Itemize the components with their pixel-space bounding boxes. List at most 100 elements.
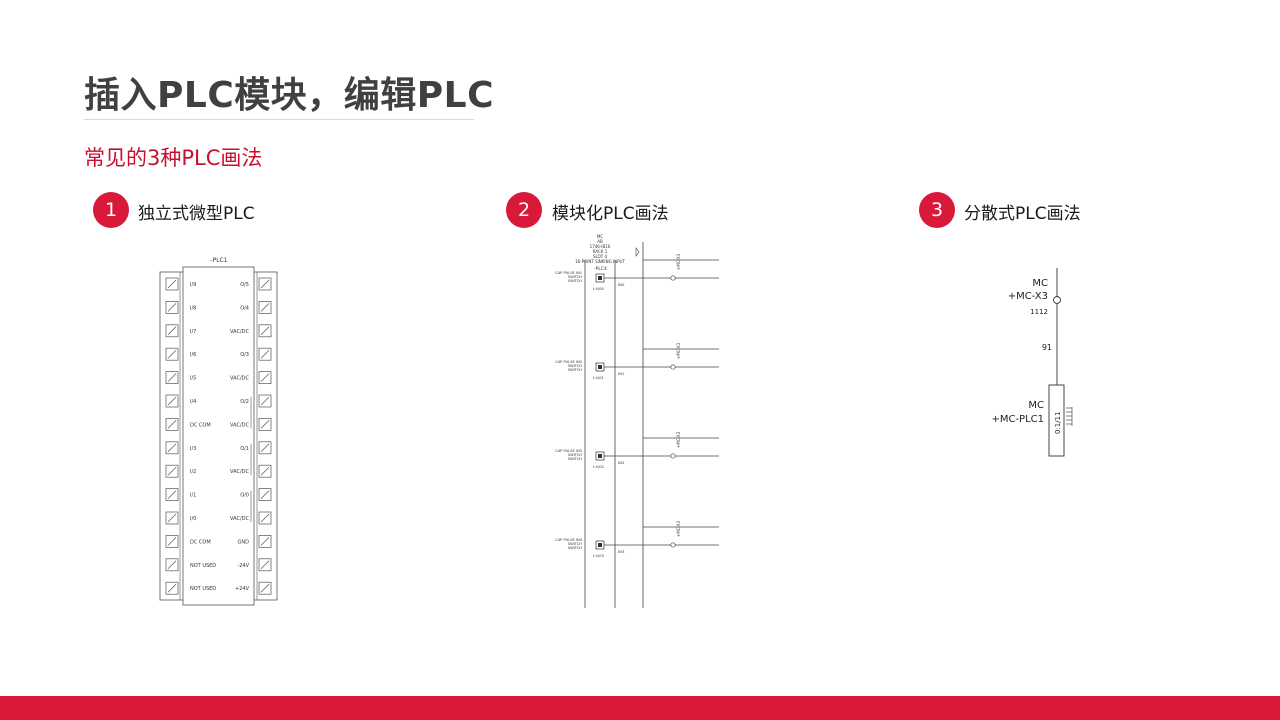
svg-text:AB: AB <box>597 239 603 244</box>
terminal-point <box>670 453 676 459</box>
terminal-label-right: VAC/DC <box>230 329 249 335</box>
terminal-label-left: I/4 <box>190 399 196 405</box>
input-contact-dot <box>598 543 602 547</box>
input-io-label: IN1 <box>618 371 625 376</box>
terminal-label-left: I/9 <box>190 282 196 288</box>
item-2-number-badge: 2 <box>506 192 542 228</box>
terminal-location-label: MC <box>1032 278 1048 289</box>
svg-text:MC: MC <box>597 234 603 239</box>
svg-text:1746-IB16: 1746-IB16 <box>590 244 611 249</box>
terminal-label-left: I/5 <box>190 376 196 382</box>
input-device-label: CAP PULSE IN3 <box>555 449 582 453</box>
terminal-label-right: O/2 <box>240 399 249 405</box>
input-address-label: I:4/00 <box>593 286 605 291</box>
terminal-label-left: I/1 <box>190 493 196 499</box>
terminal-strip-label: +MC-X3 <box>676 253 681 270</box>
terminal-label-right: -24V <box>237 563 249 569</box>
terminal-label-right: +24V <box>235 586 250 592</box>
terminal-label-left: I/3 <box>190 446 196 452</box>
terminal-row: I/0 VAC/DC <box>165 511 272 525</box>
input-contact-dot <box>598 454 602 458</box>
terminal-label-right: VAC/DC <box>230 516 249 522</box>
input-io-label: IN2 <box>618 460 625 465</box>
terminal-strip-label: +MC-X3 <box>676 342 681 359</box>
terminal-label-left: NOT USED <box>190 586 216 592</box>
slide-title: 插入PLC模块，编辑PLC <box>84 75 494 116</box>
title-divider <box>84 119 474 120</box>
modular-plc-diagram: MC AB 1746-IB16 RACK 1 SLOT 4 16-POINT S… <box>555 234 719 608</box>
input-device-sub-label: SWITCH <box>568 457 582 461</box>
micro-plc-tag: -PLC1 <box>210 257 227 264</box>
item-1-label: 独立式微型PLC <box>138 204 255 224</box>
input-contact-dot <box>598 276 602 280</box>
input-device-sub-label: SWITCH <box>568 368 582 372</box>
terminal-row: I/5 VAC/DC <box>165 371 272 384</box>
input-device-sub-label: SWITCH <box>568 279 582 283</box>
terminal-label-left: I/2 <box>190 469 196 475</box>
terminal-label-left: I/6 <box>190 352 196 358</box>
terminal-row: I/4 O/2 <box>165 394 272 408</box>
input-address-label: I:4/03 <box>593 553 605 558</box>
terminal-strip-label: +MC-X3 <box>1008 291 1048 302</box>
terminal-label-right: O/3 <box>240 352 249 358</box>
terminal-row: I/8 O/4 <box>165 301 272 314</box>
terminal-point <box>670 542 676 548</box>
terminal-label-right: O/4 <box>240 305 249 311</box>
module-tag: -PLC4 <box>594 266 607 272</box>
terminal-row: DC COM GND <box>165 535 272 548</box>
terminal-point <box>670 275 676 281</box>
bottom-accent-bar <box>0 696 1280 720</box>
input-device-sub-label: SWITCH <box>568 542 582 546</box>
terminal-label-right: VAC/DC <box>230 376 249 382</box>
slide-subtitle: 常见的3种PLC画法 <box>84 146 263 170</box>
input-io-label: IN0 <box>618 282 625 287</box>
item-3-number-badge: 3 <box>919 192 955 228</box>
terminal-label-left: I/0 <box>190 516 196 522</box>
terminal-label-right: O/0 <box>240 493 249 499</box>
terminal-number-label: 1112 <box>1030 308 1048 316</box>
terminal-label-left: DC COM <box>190 539 211 545</box>
plc-location-label: MC <box>1028 400 1044 411</box>
input-device-sub-label: SWITCH <box>568 453 582 457</box>
terminal-label-left: DC COM <box>190 422 211 428</box>
terminal-label-right: VAC/DC <box>230 469 249 475</box>
module-header: MC AB 1746-IB16 RACK 1 SLOT 4 16-POINT S… <box>575 234 625 264</box>
input-device-sub-label: SWITCH <box>568 546 582 550</box>
terminal-row: I/2 VAC/DC <box>165 464 272 478</box>
input-io-label: IN3 <box>618 549 625 554</box>
terminal-label-left: NOT USED <box>190 563 216 569</box>
terminal-row: NOT USED -24V <box>165 558 272 572</box>
input-device-label: CAP PULSE IN1 <box>555 271 582 275</box>
terminal-label-right: O/5 <box>240 282 249 288</box>
input-device-sub-label: SWITCH <box>568 364 582 368</box>
svg-text:RACK 1: RACK 1 <box>593 249 608 254</box>
terminal-label-left: I/8 <box>190 305 196 311</box>
terminal-row: I/1 O/0 <box>165 488 272 501</box>
input-device-label: CAP PULSE IN2 <box>555 360 582 364</box>
terminal-strip-label: +MC-X3 <box>676 431 681 448</box>
item-1-number-badge: 1 <box>93 192 129 228</box>
svg-text:16-POINT SINKING INPUT: 16-POINT SINKING INPUT <box>575 259 625 264</box>
input-address-label: I:4/02 <box>593 464 605 469</box>
input-contact-dot <box>598 365 602 369</box>
input-device-label: CAP PULSE IN4 <box>555 538 583 542</box>
terminal-strip-label: +MC-X3 <box>676 520 681 537</box>
terminal-row: NOT USED +24V <box>165 581 272 595</box>
plc-device-label: +MC-PLC1 <box>991 414 1044 425</box>
item-3-label: 分散式PLC画法 <box>964 204 1081 224</box>
input-device-sub-label: SWITCH <box>568 275 582 279</box>
terminal-point <box>670 364 676 370</box>
input-address-label: I:4/01 <box>593 375 605 380</box>
terminal-label-right: O/1 <box>240 446 249 452</box>
terminal-label-right: GND <box>238 539 250 545</box>
terminal-row: I/9 O/5 <box>165 277 272 291</box>
item-2-label: 模块化PLC画法 <box>552 204 669 224</box>
wire-number-label: 91 <box>1042 343 1052 352</box>
